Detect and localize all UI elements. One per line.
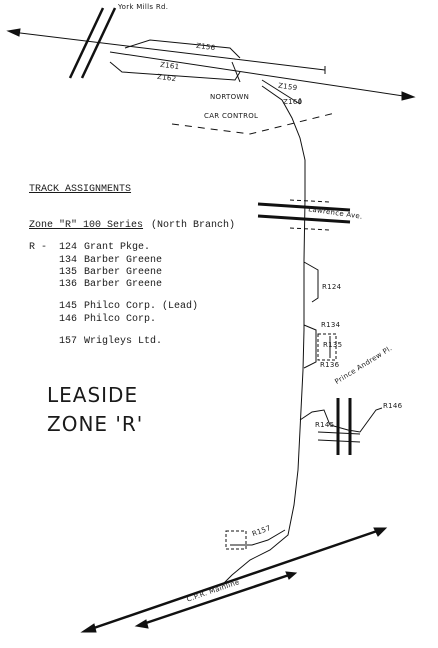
lawrence-avenue (257, 199, 351, 231)
nortown-label: NORTOWN (210, 93, 250, 101)
legend-name: Barber Greene (84, 267, 163, 278)
york-mills-road (68, 7, 117, 79)
legend-name: Philco Corp. (84, 314, 157, 325)
r146-label: R146 (383, 402, 403, 410)
r124-label: R124 (322, 283, 342, 291)
z160-label: Z160 (283, 98, 303, 106)
legend-name: Wrigleys Ltd. (84, 336, 163, 347)
zone-heading: Zone "R" 100 Series (29, 220, 144, 231)
north-branch-line (221, 85, 306, 586)
zone-note: (North Branch) (151, 220, 236, 231)
legend-name: Barber Greene (84, 279, 163, 290)
legend-num: 134 (59, 255, 78, 266)
legend-num: 146 (59, 314, 78, 325)
legend-name: Grant Pkge. (84, 242, 151, 253)
siding-r124 (303, 261, 319, 303)
main-track-z156 (6, 28, 326, 74)
zone-title-line1: LEASIDE (47, 383, 139, 407)
legend-heading: TRACK ASSIGNMENTS (29, 184, 132, 195)
zone-title-line2: ZONE 'R' (47, 412, 144, 436)
r134-label: R134 (321, 321, 341, 329)
york-mills-label: York Mills Rd. (118, 3, 169, 11)
car-control-label: CAR CONTROL (204, 112, 259, 120)
main-track-z159 (109, 51, 416, 101)
zone-boundary (171, 112, 336, 135)
legend-num: 157 (59, 336, 78, 347)
siding-r157 (225, 529, 286, 550)
legend-prefix: R - (29, 242, 48, 253)
legend-num: 136 (59, 279, 78, 290)
cpr-mainline (80, 527, 388, 633)
legend-name: Barber Greene (84, 255, 163, 266)
legend-num: 135 (59, 267, 78, 278)
r145-label: R145 (315, 421, 335, 429)
r135-label: R135 (323, 341, 343, 349)
legend-num: 145 (59, 301, 78, 312)
legend-num: 124 (59, 242, 78, 253)
prince-andrew-area (299, 398, 383, 455)
legend-name: Philco Corp. (Lead) (84, 301, 199, 312)
sidings-r134-r136 (303, 324, 337, 369)
yard-tracks (109, 39, 301, 105)
r136-label: R136 (320, 361, 340, 369)
